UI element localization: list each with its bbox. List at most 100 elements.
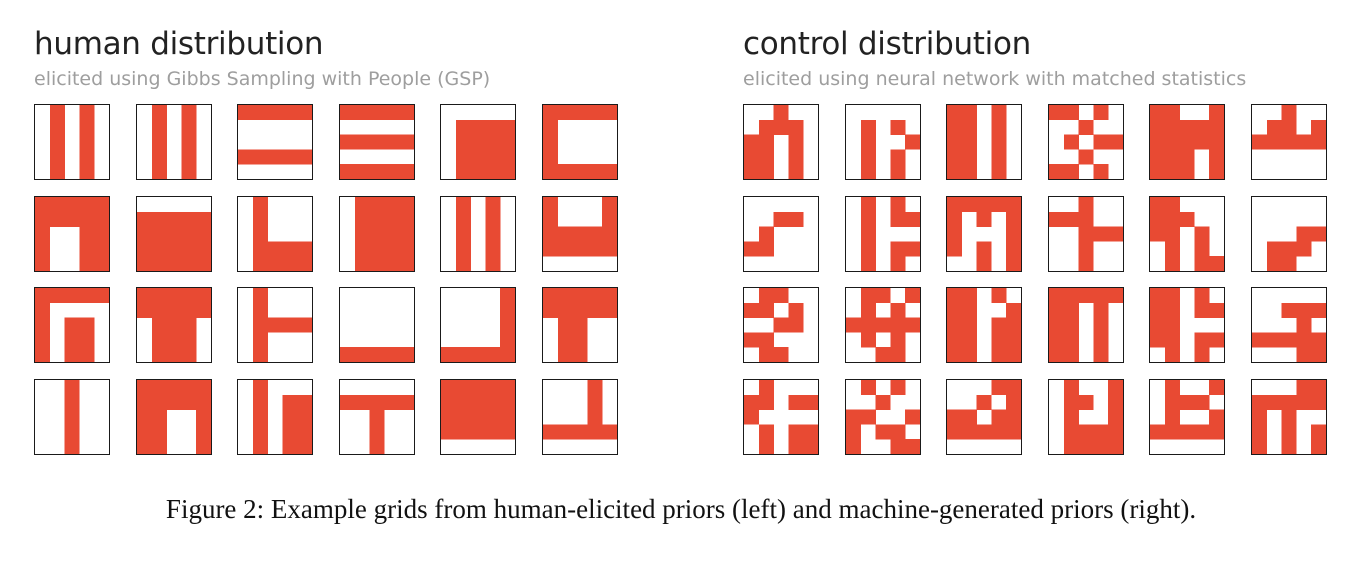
filled-square [976,255,992,271]
filled-square [1295,302,1311,318]
filled-square [470,409,486,425]
filled-square [601,164,617,179]
filled-square [991,332,1007,348]
filled-square [500,149,515,165]
filled-square [485,379,501,395]
filled-square [297,317,312,333]
filled-square [64,347,80,362]
filled-square [744,149,760,165]
filled-square [1107,134,1123,150]
filled-square [441,394,457,410]
filled-square [1295,226,1311,242]
filled-square [1092,164,1108,179]
filled-square [860,164,876,179]
filled-square [1150,423,1166,439]
filled-square [557,164,573,179]
filled-square [947,164,963,179]
pattern-grid [541,195,618,272]
filled-square [1194,302,1210,318]
filled-square [383,196,399,212]
filled-square [889,255,905,271]
filled-square [180,394,196,410]
filled-square [297,255,312,271]
pattern-grid [338,378,415,455]
filled-square [1194,332,1210,348]
filled-square [339,347,355,362]
pattern-grid [440,195,516,272]
filled-square [151,149,167,165]
filled-square [354,211,370,227]
filled-square [49,196,65,212]
pattern-grid [1149,195,1225,272]
filled-square [1078,255,1094,271]
filled-square [1179,423,1195,439]
filled-square [282,240,298,256]
filled-square [1310,394,1326,410]
filled-square [94,196,109,212]
filled-square [238,149,254,165]
filled-square [904,409,920,425]
filled-square [1006,394,1021,410]
filled-square [136,302,152,318]
filled-square [455,255,471,271]
filled-square [860,149,876,165]
filled-square [252,240,268,256]
filled-square [369,196,385,212]
filled-square [282,255,298,271]
filled-square [398,240,414,256]
filled-square [485,394,501,410]
panel-subtitle: elicited using neural network with match… [743,68,1247,90]
filled-square [961,119,977,135]
filled-square [64,409,80,425]
filled-square [1164,255,1180,271]
filled-square [1164,134,1180,150]
filled-square [601,302,617,318]
filled-square [297,394,312,410]
filled-square [339,105,355,121]
filled-square [947,196,963,212]
filled-square [180,164,196,179]
filled-square [252,149,268,165]
filled-square [79,332,95,348]
filled-square [1092,288,1108,304]
filled-square [166,332,182,348]
filled-square [1209,119,1224,135]
filled-square [252,379,268,395]
filled-square [860,255,876,271]
filled-square [1209,409,1224,425]
filled-square [860,379,876,395]
filled-square [195,226,211,242]
filled-square [267,149,283,165]
filled-square [35,288,51,304]
filled-square [339,394,355,410]
filled-square [889,332,905,348]
filled-square [455,394,471,410]
filled-square [64,196,80,212]
filled-square [49,288,65,304]
filled-square [542,240,558,256]
pattern-grid [34,287,110,363]
filled-square [79,240,95,256]
pattern-grid [1149,287,1225,363]
filled-square [485,226,501,242]
filled-square [500,409,515,425]
filled-square [195,423,211,439]
filled-square [773,119,789,135]
filled-square [1209,105,1224,121]
filled-square [1281,423,1297,439]
filled-square [1164,317,1180,333]
filled-square [166,226,182,242]
filled-square [1006,379,1021,395]
filled-square [542,164,558,179]
filled-square [369,394,385,410]
filled-square [1295,379,1311,395]
filled-square [166,255,182,271]
filled-square [1078,196,1094,212]
filled-square [398,164,414,179]
filled-square [1194,119,1210,135]
filled-square [572,302,588,318]
filled-square [758,347,774,362]
filled-square [1281,302,1297,318]
filled-square [744,134,760,150]
filled-square [354,134,370,150]
